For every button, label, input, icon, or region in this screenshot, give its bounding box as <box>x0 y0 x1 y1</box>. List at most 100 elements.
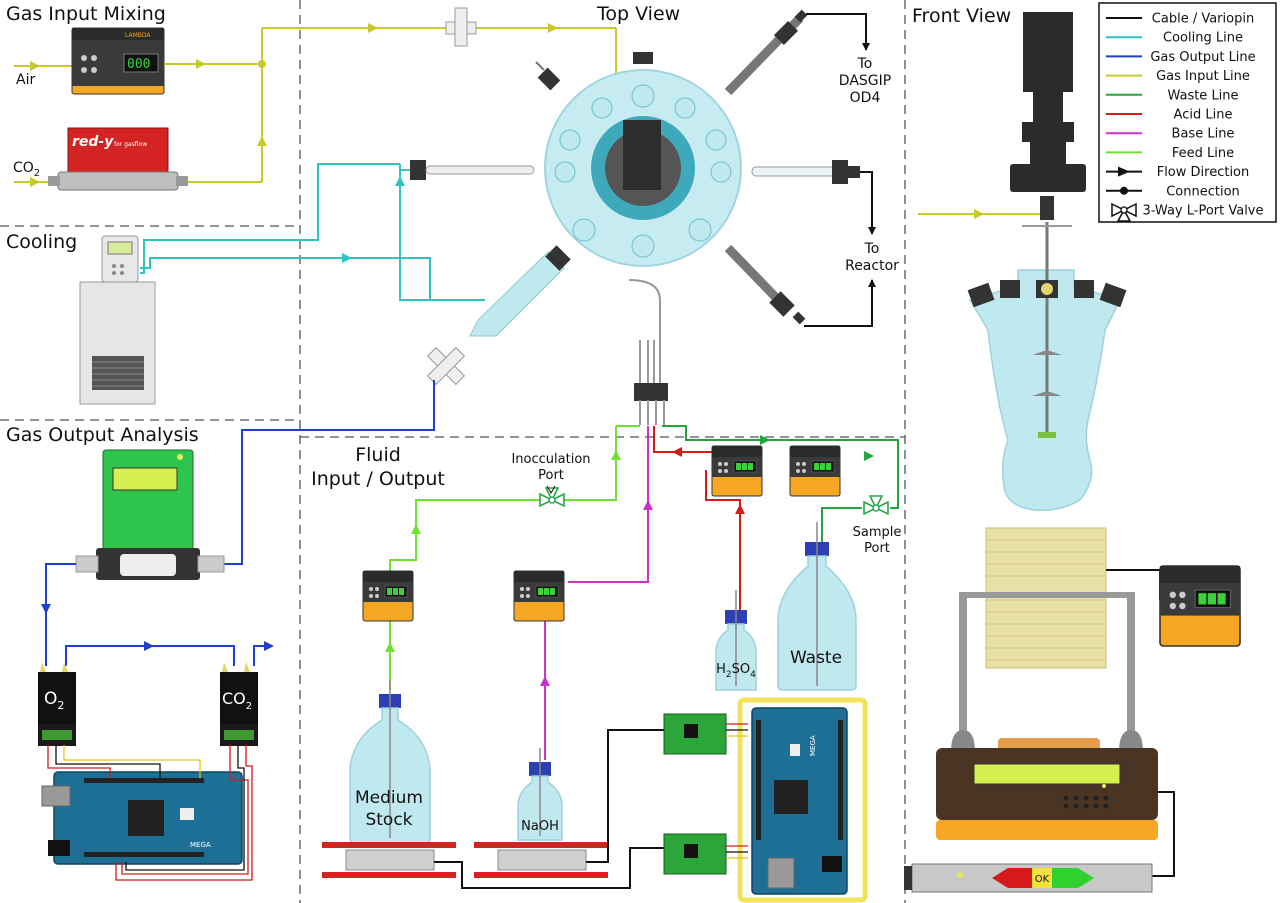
lambda-logo: LAMBDA <box>125 32 151 39</box>
legend-item-2: Gas Output Line <box>1106 50 1256 65</box>
stirrer-cable <box>1150 791 1175 877</box>
flow-arrow-icon <box>735 504 745 514</box>
flow-arrow-icon <box>974 209 984 219</box>
flow-arrow-icon <box>368 23 378 33</box>
fluid-manifold <box>628 279 668 425</box>
base-line <box>544 426 649 760</box>
acid-line-2 <box>653 426 712 453</box>
co2-label: CO2 <box>13 160 40 179</box>
o2-sensor-label: O2 <box>44 689 64 712</box>
magnetic-stirrer-plate <box>936 738 1158 840</box>
legend-item-3: Gas Input Line <box>1106 69 1250 84</box>
flow-arrow-icon <box>540 676 550 686</box>
cooling-unit <box>79 235 156 405</box>
flow-arrow-icon <box>672 447 682 457</box>
do-probe <box>724 244 806 325</box>
connection-icon <box>1120 186 1128 195</box>
flow-arrow-icon <box>760 435 770 445</box>
gas-output-line <box>224 380 435 565</box>
flow-arrow-icon <box>643 500 653 510</box>
sensor-wiring <box>47 745 253 881</box>
cooler-vent <box>92 356 144 390</box>
arduino-board-gas: MEGA <box>41 771 243 865</box>
base-pump <box>513 570 565 622</box>
gas-filter-tee-out <box>426 346 466 386</box>
mass-flow-controller-pump: LAMBDA 000 <box>71 27 165 95</box>
legend-label: Feed Line <box>1172 146 1234 161</box>
flow-arrow-icon <box>264 641 274 651</box>
gas-filter-tee <box>445 7 477 47</box>
legend-item-10: 3-Way L-Port Valve <box>1111 202 1264 222</box>
flow-arrow-icon <box>196 59 206 69</box>
flow-direction-icon <box>1118 166 1130 177</box>
redy-mass-flow-meter: red-y for gasflow <box>48 127 188 191</box>
feed-line <box>389 426 617 580</box>
flow-arrow-icon <box>30 61 40 71</box>
load-cell-cable-1 <box>434 847 664 889</box>
air-label: Air <box>16 72 35 88</box>
exhaust-condenser <box>469 245 571 337</box>
flow-arrow-icon <box>144 641 154 651</box>
hx711-wiring <box>726 723 748 859</box>
legend-label: Gas Input Line <box>1156 69 1250 84</box>
stirrer-motor-mount <box>623 120 661 190</box>
title-gas-output-analysis: Gas Output Analysis <box>6 424 199 446</box>
small-probe <box>535 61 561 91</box>
reactor-top-view <box>544 52 742 267</box>
gas-input-mixing: Air LAMBDA 000 CO2 red-y for gasflow <box>13 7 617 191</box>
arduino-board-fluid: MEGA <box>737 697 868 903</box>
sample-valve-icon <box>863 495 889 515</box>
flow-arrow-icon <box>385 642 395 652</box>
feed-pump <box>362 570 414 622</box>
legend-label: Waste Line <box>1167 88 1238 103</box>
title-input-output: Input / Output <box>311 468 445 490</box>
h2so4-bottle <box>715 590 757 691</box>
valve-icon <box>1111 202 1137 222</box>
cooling-return-line <box>140 163 400 274</box>
legend-label: Cable / Variopin <box>1152 12 1254 27</box>
arduino-mega-label: MEGA <box>809 735 817 756</box>
legend-item-1: Cooling Line <box>1106 31 1243 46</box>
section-dividers <box>0 0 906 903</box>
legend-item-0: Cable / Variopin <box>1106 12 1254 27</box>
cable-to-reactor-1 <box>860 171 876 235</box>
waste-line <box>662 425 899 509</box>
stirrer-motor <box>1010 12 1086 220</box>
title-fluid: Fluid <box>355 444 401 466</box>
legend-label: Flow Direction <box>1157 165 1250 180</box>
reactor-ports <box>554 84 732 258</box>
naoh-bottle <box>517 748 563 841</box>
flow-arrow-icon <box>30 177 40 187</box>
redy-subtitle: for gasflow <box>114 141 147 148</box>
waste-bottle <box>777 522 857 691</box>
legend-label: Base Line <box>1172 127 1235 142</box>
cooling-supply-line <box>140 257 485 301</box>
scale-ok-label: OK <box>1035 874 1050 885</box>
legend-label: Connection <box>1166 184 1240 199</box>
title-cooling: Cooling <box>6 231 77 253</box>
hx711-board-2 <box>663 833 727 875</box>
flow-arrow-icon <box>395 176 405 186</box>
load-cell-1 <box>322 842 456 878</box>
legend-item-7: Feed Line <box>1106 146 1234 161</box>
od-probe <box>724 9 808 96</box>
legend-label: Gas Output Line <box>1150 50 1255 65</box>
cable-to-reactor-2 <box>804 279 876 327</box>
legend-item-9: Connection <box>1106 184 1240 199</box>
waste-pump <box>789 445 841 497</box>
title-gas-input-mixing: Gas Input Mixing <box>6 3 166 25</box>
legend-label: 3-Way L-Port Valve <box>1142 204 1263 219</box>
hx711-board-1 <box>663 713 727 755</box>
load-cell-cable-2 <box>586 729 664 863</box>
front-pump <box>1159 565 1241 647</box>
legend-label: Cooling Line <box>1163 31 1243 46</box>
h2so4-label: H2SO4 <box>716 662 756 680</box>
flow-arrow-icon <box>864 451 874 461</box>
legend-label: Acid Line <box>1174 108 1233 123</box>
flow-arrow-icon <box>257 136 267 146</box>
gas-output-line-3 <box>65 645 235 666</box>
